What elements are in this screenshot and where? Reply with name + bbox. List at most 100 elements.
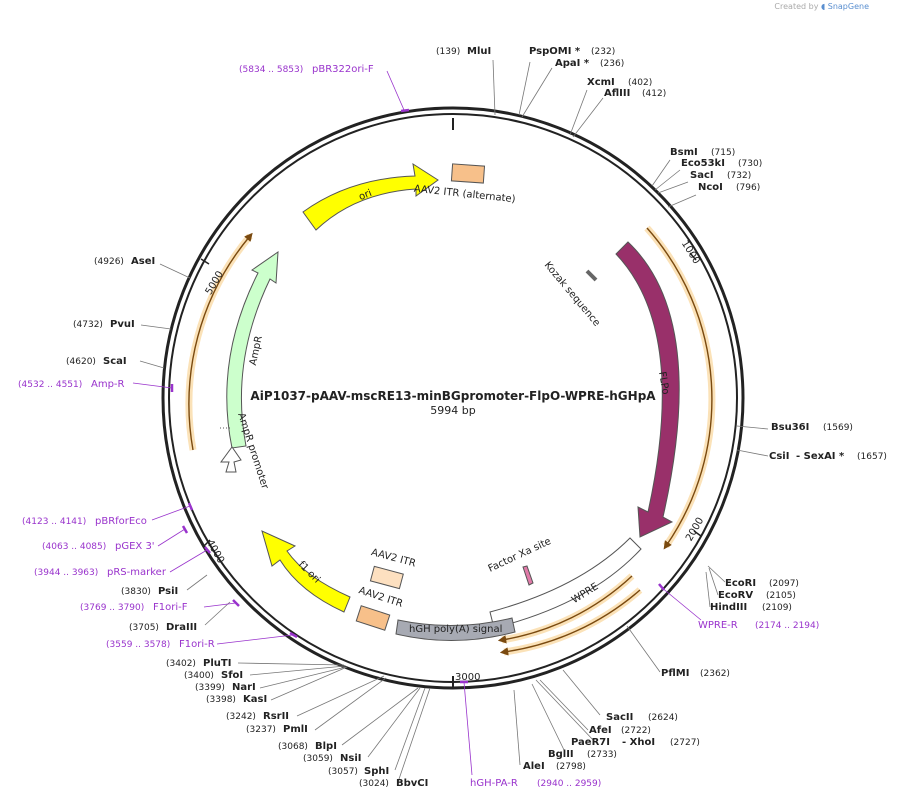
credit-prefix: Created by xyxy=(774,2,819,11)
enzyme-nsii-name: NsiI xyxy=(340,753,361,764)
wpre-feature[interactable] xyxy=(489,537,642,629)
tick-label-5000: 5000 xyxy=(204,269,226,297)
tick-label-2000: 2000 xyxy=(684,516,706,544)
enzyme-bbvci-pos: (3024) xyxy=(359,779,389,789)
enzyme-asei-name: AseI xyxy=(131,256,155,267)
enzyme-asei-pos: (4926) xyxy=(94,257,124,267)
snapgene-logo-icon: ◖ xyxy=(820,2,826,11)
tick-1000 xyxy=(689,252,697,261)
enzyme-ecorv-pos: (2105) xyxy=(766,591,796,601)
enzyme-nsii-pos: (3059) xyxy=(303,754,333,764)
enzyme-blpi-pos: (3068) xyxy=(278,742,308,752)
credit-line: Created by ◖ SnapGene xyxy=(774,2,869,11)
enzyme-sexai-name: - SexAI * xyxy=(796,451,845,462)
enzyme-alei-name: AleI xyxy=(523,761,545,772)
enzyme-paer7i-name: PaeR7I xyxy=(571,737,610,748)
primer-amp-r-range: (4532 .. 4551) xyxy=(18,380,82,390)
credit-brand: SnapGene xyxy=(827,2,869,11)
enzyme-psii-name: PsiI xyxy=(158,586,178,597)
primer-f1ori-r-range: (3559 .. 3578) xyxy=(106,640,170,650)
enzyme-sacii-pos: (2624) xyxy=(648,713,678,723)
enzyme-xcmi-name: XcmI xyxy=(587,77,615,88)
enzyme-bsmi-pos: (715) xyxy=(711,148,735,158)
enzyme-bsu36i-name: Bsu36I xyxy=(771,422,809,433)
enzyme-kasi-pos: (3398) xyxy=(206,695,236,705)
enzyme-sfoi-name: SfoI xyxy=(221,670,243,681)
enzyme-pflmi-pos: (2362) xyxy=(700,669,730,679)
enzyme-bglii-pos: (2733) xyxy=(587,750,617,760)
primer-mark-f1ori-r xyxy=(289,631,298,639)
primer-pbr322ori-f-range: (5834 .. 5853) xyxy=(239,65,303,75)
enzyme-kasi-name: KasI xyxy=(243,694,267,705)
enzyme-hindiii-pos: (2109) xyxy=(762,603,792,613)
enzyme-xhoi-name: - XhoI xyxy=(622,737,655,748)
primer-mark-pgex xyxy=(181,525,189,534)
itr-alt-label: AAV2 ITR (alternate) xyxy=(413,184,516,206)
primer-f1ori-f-name: F1ori-F xyxy=(153,602,188,613)
enzyme-psii-pos: (3830) xyxy=(121,587,151,597)
enzyme-nari-pos: (3399) xyxy=(195,683,225,693)
ampr-label: AmpR xyxy=(248,335,265,367)
enzyme-scai-pos: (4620) xyxy=(66,357,96,367)
primer-f1ori-f-range: (3769 .. 3790) xyxy=(80,603,144,613)
enzyme-saci-name: SacI xyxy=(690,170,714,181)
factor-xa-feature[interactable] xyxy=(522,565,534,586)
ampr-feature[interactable] xyxy=(226,251,279,449)
itr2-feature[interactable] xyxy=(355,605,391,631)
flpo-feature[interactable] xyxy=(615,241,680,538)
primer-amp-r-name: Amp-R xyxy=(91,379,125,390)
enzyme-ecori-pos: (2097) xyxy=(769,579,799,589)
primer-pgex-name: pGEX 3' xyxy=(115,541,155,552)
primer-leader-lines xyxy=(132,70,702,776)
f1-ori-feature[interactable] xyxy=(261,530,351,613)
itr1-label: AAV2 ITR xyxy=(370,547,417,569)
enzyme-draiii-name: DraIII xyxy=(166,622,197,633)
enzyme-saci-pos: (732) xyxy=(727,171,751,181)
enzyme-bsu36i-pos: (1569) xyxy=(823,423,853,433)
enzyme-bsmi-name: BsmI xyxy=(670,147,698,158)
tick-label-3000: 3000 xyxy=(455,672,480,683)
enzyme-afliii-pos: (412) xyxy=(642,89,666,99)
enzyme-sfoi-pos: (3400) xyxy=(184,671,214,681)
hgh-feature[interactable] xyxy=(395,617,516,641)
enzyme-pluti-name: PluTI xyxy=(203,658,231,669)
enzyme-bbvci-name: BbvCI xyxy=(396,778,428,789)
enzyme-pvui-pos: (4732) xyxy=(73,320,103,330)
enzyme-hindiii-name: HindIII xyxy=(710,602,747,613)
enzyme-alei-pos: (2798) xyxy=(556,762,586,772)
wpre-orf-arc-inner-core xyxy=(499,589,641,656)
primer-wpre-r-range: (2174 .. 2194) xyxy=(755,621,819,631)
enzyme-xcmi-pos: (402) xyxy=(628,78,652,88)
enzyme-ecori-name: EcoRI xyxy=(725,578,756,589)
enzyme-afei-name: AfeI xyxy=(589,725,612,736)
itr-alt-feature[interactable] xyxy=(450,163,486,184)
enzyme-sphi-pos: (3057) xyxy=(328,767,358,777)
enzyme-blpi-name: BlpI xyxy=(315,741,337,752)
enzyme-mlui-pos: (139) xyxy=(436,47,460,57)
enzyme-csii-pos: (1657) xyxy=(857,452,887,462)
enzyme-paer7i-pos: (2727) xyxy=(670,738,700,748)
itr2-label: AAV2 ITR xyxy=(357,585,404,610)
ampr-promoter-feature[interactable] xyxy=(220,446,242,473)
primer-prs-name: pRS-marker xyxy=(107,567,167,578)
enzyme-csii-name: CsiI xyxy=(769,451,789,462)
enzyme-apai-name: ApaI * xyxy=(555,58,590,69)
tick-4000 xyxy=(203,539,211,547)
primer-f1ori-r-name: F1ori-R xyxy=(179,639,215,650)
enzyme-eco53ki-name: Eco53kI xyxy=(681,158,725,169)
primer-hgh-pa-r-name: hGH-PA-R xyxy=(470,778,518,789)
ori-feature[interactable] xyxy=(302,162,439,231)
enzyme-nari-name: NarI xyxy=(232,682,256,693)
enzyme-pspomi-pos: (232) xyxy=(591,47,615,57)
enzyme-sphi-name: SphI xyxy=(364,766,389,777)
enzyme-draiii-pos: (3705) xyxy=(129,623,159,633)
kozak-feature[interactable] xyxy=(585,269,598,282)
kozak-label: Kozak sequence xyxy=(542,260,602,329)
enzyme-pluti-pos: (3402) xyxy=(166,659,196,669)
itr1-feature[interactable] xyxy=(369,565,404,590)
tick-5000 xyxy=(200,258,210,265)
primer-mark-pbr322ori-f xyxy=(400,108,410,113)
enzyme-rsrii-pos: (3242) xyxy=(226,712,256,722)
enzyme-apai-pos: (236) xyxy=(600,59,624,69)
